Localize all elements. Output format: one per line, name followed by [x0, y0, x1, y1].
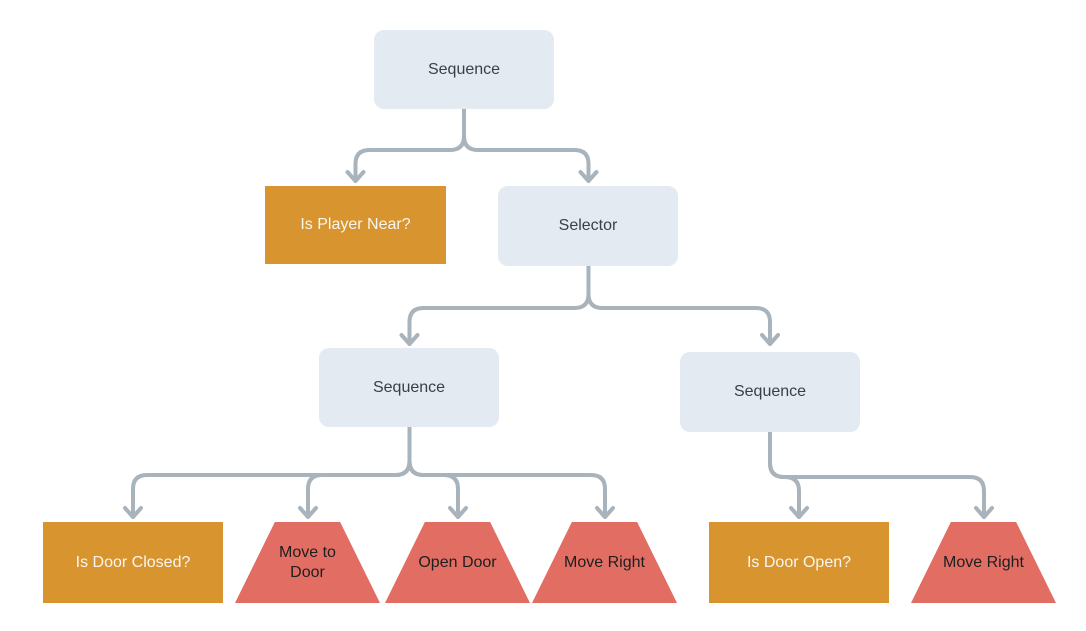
- node-label: Is Door Open?: [746, 553, 852, 571]
- edge-sequence-left-to-open-door: [407, 425, 468, 519]
- edge-sequence-left-to-move-right-1: [407, 425, 615, 519]
- edge-selector-to-sequence-left: [399, 264, 591, 346]
- node-label: Move to Door: [279, 543, 336, 581]
- node-is-player-near: Is Player Near?: [265, 186, 446, 264]
- node-label: Is Door Closed?: [75, 553, 191, 571]
- node-selector: Selector: [498, 186, 678, 266]
- node-sequence-left: Sequence: [319, 348, 499, 427]
- node-label: Sequence: [733, 383, 807, 400]
- node-label: Sequence: [427, 60, 501, 78]
- edge-root-to-is-player-near: [345, 107, 466, 183]
- node-is-door-closed: Is Door Closed?: [43, 522, 223, 603]
- node-sequence-root: Sequence: [374, 30, 554, 109]
- node-label: Open Door: [418, 553, 497, 571]
- edge-selector-to-sequence-right: [586, 264, 780, 346]
- node-label: Move Right: [564, 553, 645, 571]
- node-label: Sequence: [372, 378, 446, 396]
- node-label: Move Right: [943, 553, 1024, 571]
- edge-sequence-right-to-move-right-2: [768, 430, 994, 519]
- node-label: Is Player Near?: [300, 216, 411, 233]
- edge-root-to-selector: [462, 107, 599, 183]
- edge-sequence-left-to-is-door-closed: [123, 425, 412, 519]
- node-label: Selector: [558, 217, 618, 234]
- node-sequence-right: Sequence: [680, 352, 860, 432]
- node-is-door-open: Is Door Open?: [709, 522, 889, 603]
- edge-sequence-left-to-move-to-door: [298, 425, 412, 519]
